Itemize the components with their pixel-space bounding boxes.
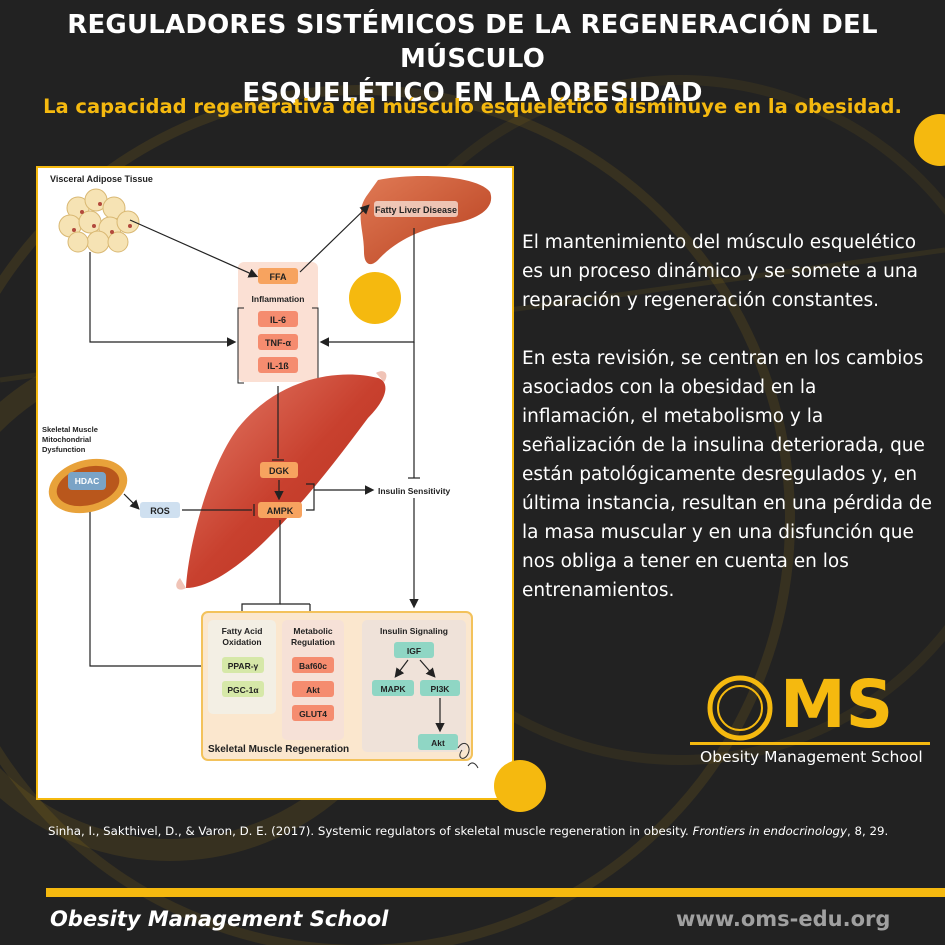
ppar-label: PPAR-γ xyxy=(228,661,259,671)
ffa-label: FFA xyxy=(270,272,287,282)
hdac-label: HDAC xyxy=(75,476,100,486)
metabolic-label-1: Metabolic xyxy=(293,626,332,636)
title-line-2: ESQUELÉTICO EN LA OBESIDAD xyxy=(242,78,703,108)
footer-brand: Obesity Management School xyxy=(50,907,389,931)
citation-authors: Sinha, I., Sakthivel, D., & Varon, D. E.… xyxy=(48,824,693,838)
dgk-label: DGK xyxy=(269,466,290,476)
paragraph-2: En esta revisión, se centran en los camb… xyxy=(522,348,933,601)
akt-2-label: Akt xyxy=(431,738,445,748)
page-subtitle: La capacidad regenerativa del músculo es… xyxy=(43,95,902,118)
il6-label: IL-6 xyxy=(270,315,286,325)
fao-label-1: Fatty Acid xyxy=(222,626,263,636)
accent-dot xyxy=(914,114,945,166)
fatty-liver-label: Fatty Liver Disease xyxy=(375,205,457,215)
citation-journal: Frontiers in endocrinology xyxy=(692,824,848,838)
igf-label: IGF xyxy=(407,646,421,656)
regeneration-label: Skeletal Muscle Regeneration xyxy=(208,744,349,755)
liver-icon xyxy=(360,176,492,265)
mito-label-2: Mitochondrial xyxy=(42,435,91,444)
footer-bar xyxy=(46,888,945,897)
mito-label-1: Skeletal Muscle xyxy=(42,425,98,434)
tnf-label: TNF-α xyxy=(265,338,291,348)
akt-1-label: Akt xyxy=(306,685,320,695)
title-line-1: REGULADORES SISTÉMICOS DE LA REGENERACIÓ… xyxy=(67,10,878,74)
accent-dot-figure-1 xyxy=(349,272,401,324)
paragraph-1: El mantenimiento del músculo esquelético… xyxy=(522,232,918,311)
insulin-sensitivity-label: Insulin Sensitivity xyxy=(378,486,451,496)
page-title: REGULADORES SISTÉMICOS DE LA REGENERACIÓ… xyxy=(0,8,945,110)
fao-label-2: Oxidation xyxy=(222,637,261,647)
visceral-adipose-label: Visceral Adipose Tissue xyxy=(50,174,153,184)
insulin-signaling-label: Insulin Signaling xyxy=(380,626,448,636)
ampk-label: AMPK xyxy=(267,506,294,516)
metabolic-label-2: Regulation xyxy=(291,637,335,647)
ros-label: ROS xyxy=(150,506,170,516)
logo-tagline: Obesity Management School xyxy=(700,748,923,766)
mito-label-3: Dysfunction xyxy=(42,445,86,454)
il1b-label: IL-1ß xyxy=(267,361,289,371)
baf60c-label: Baf60c xyxy=(299,661,327,671)
inflammation-label: Inflammation xyxy=(252,294,305,304)
logo-divider xyxy=(690,742,930,745)
oms-logo: MS Obesity Management School xyxy=(690,666,930,770)
body-text: El mantenimiento del músculo esquelético… xyxy=(522,228,934,634)
citation-volume: , 8, 29. xyxy=(847,824,889,838)
muscle-icon xyxy=(186,374,386,588)
regeneration-diagram: Visceral Adipose Tissue Fatty Liver Dise… xyxy=(36,166,514,800)
citation: Sinha, I., Sakthivel, D., & Varon, D. E.… xyxy=(48,823,918,839)
glut4-label: GLUT4 xyxy=(299,709,327,719)
accent-dot-bottom xyxy=(494,760,546,812)
mapk-label: MAPK xyxy=(380,684,406,694)
logo-o-icon xyxy=(707,675,773,741)
adipose-cluster-icon xyxy=(58,188,140,254)
pi3k-label: PI3K xyxy=(431,684,451,694)
logo-letters: MS xyxy=(780,666,894,743)
pgc-label: PGC-1α xyxy=(227,685,259,695)
footer-url[interactable]: www.oms-edu.org xyxy=(676,907,891,931)
